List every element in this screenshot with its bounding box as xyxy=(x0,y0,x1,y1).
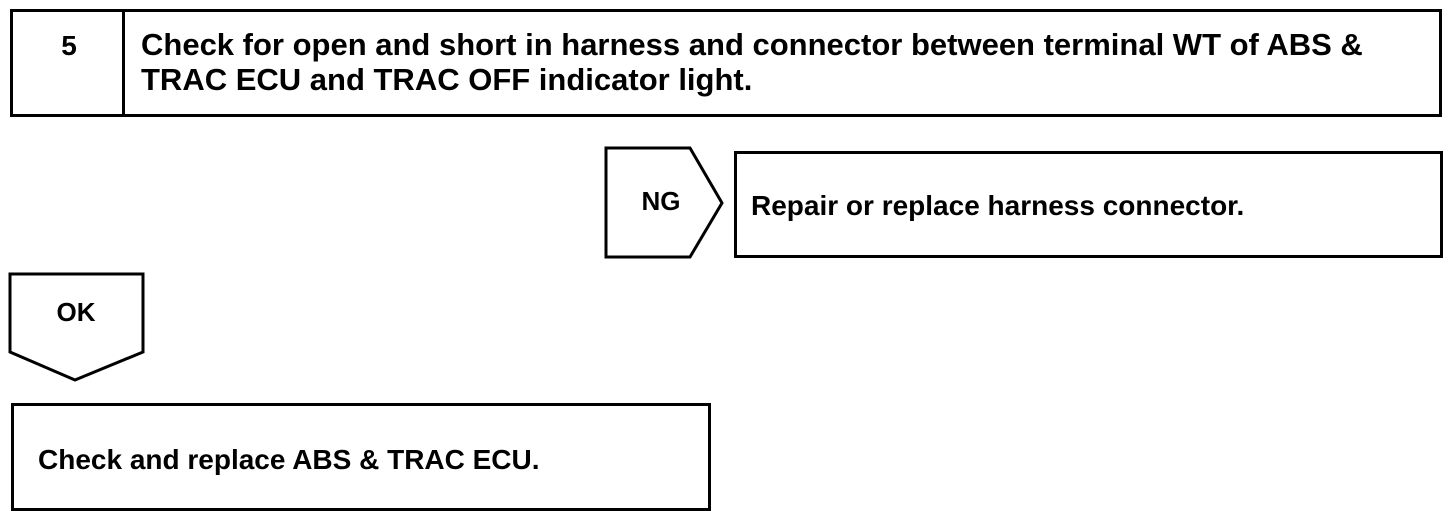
ng-action-text: Repair or replace harness connector. xyxy=(751,190,1245,221)
step-number-cell: 5 xyxy=(13,12,125,114)
final-action-box: Check and replace ABS & TRAC ECU. xyxy=(11,403,711,511)
final-action-text: Check and replace ABS & TRAC ECU. xyxy=(38,444,540,475)
ng-label: NG xyxy=(641,186,681,216)
step-number: 5 xyxy=(61,30,77,61)
ok-label: OK xyxy=(56,297,96,327)
step-title: Check for open and short in harness and … xyxy=(141,27,1363,97)
step-box: 5 Check for open and short in harness an… xyxy=(10,9,1442,117)
ng-action-box: Repair or replace harness connector. xyxy=(734,151,1443,258)
